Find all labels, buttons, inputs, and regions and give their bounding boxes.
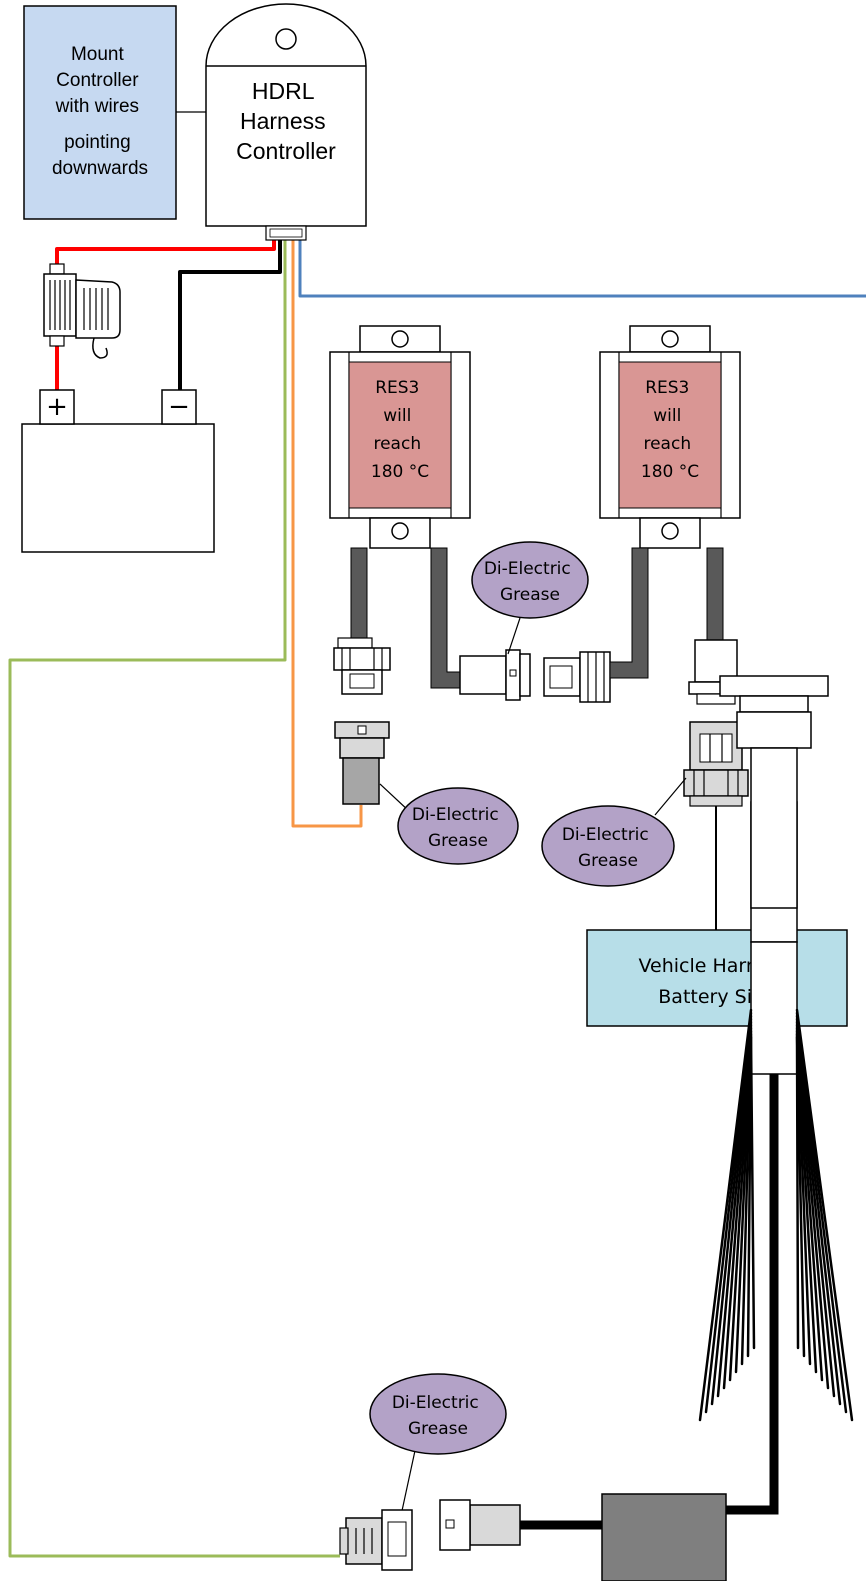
- grease-label: Di-Electric Grease: [484, 559, 576, 605]
- negative-terminal: [161, 389, 197, 425]
- resistor-label-line: RES3: [375, 378, 419, 398]
- grease-label: Di-Electric Grease: [392, 1393, 484, 1439]
- resistor-label-line: 180 °C: [641, 462, 699, 482]
- red-power-wire: [55, 240, 276, 264]
- controller-label-line: Harness: [240, 108, 326, 134]
- bottom-assembly: [339, 1074, 779, 1581]
- resistor-label-line: will: [383, 406, 411, 426]
- resistor-label: RES3 will reach 180 °C: [641, 378, 699, 482]
- grease-label-line: Grease: [408, 1419, 468, 1439]
- resistor-label-line: will: [653, 406, 681, 426]
- grease-callout-3: Di-Electric Grease: [541, 777, 687, 887]
- resistor-label-line: reach: [373, 434, 421, 454]
- mount-note-line: downwards: [52, 158, 148, 179]
- gray-plug: [334, 721, 390, 805]
- middle-female-plug: [543, 651, 611, 703]
- grease-label: Di-Electric Grease: [562, 825, 654, 871]
- resistor-label-line: RES3: [645, 378, 689, 398]
- controller-label-line: HDRL: [252, 78, 315, 104]
- wires: [8, 240, 866, 1558]
- inline-fuse-icon: [43, 263, 121, 359]
- grease-label-line: Di-Electric: [392, 1393, 479, 1413]
- mount-hole-icon: [661, 330, 679, 348]
- resistor-lead: [430, 547, 461, 689]
- grease-callout-4: Di-Electric Grease: [369, 1373, 507, 1521]
- mount-note: Mount Controller with wires pointing dow…: [23, 5, 206, 220]
- mount-hole-icon: [391, 330, 409, 348]
- controller-label-line: Controller: [236, 138, 336, 164]
- led-driver-box: [601, 1493, 727, 1581]
- grease-callout-1: Di-Electric Grease: [471, 541, 589, 655]
- grease-label-line: Grease: [428, 831, 488, 851]
- resistor-lead: [706, 547, 724, 641]
- blue-signal-wire: [298, 240, 866, 298]
- led-bulb-icon: [698, 675, 854, 1422]
- grease-label-line: Di-Electric: [484, 559, 571, 579]
- cooling-fin: [795, 1035, 800, 1350]
- resistor-label-line: 180 °C: [371, 462, 429, 482]
- mount-hole-icon: [391, 522, 409, 540]
- controller-label: HDRL Harness Controller: [236, 78, 336, 164]
- grease-label-line: Grease: [500, 585, 560, 605]
- mount-note-line: Mount: [71, 44, 125, 65]
- vehicle-harness-box: Vehicle Harness Battery Side: [586, 929, 848, 1027]
- positive-terminal: [39, 389, 75, 425]
- resistor-label-line: reach: [643, 434, 691, 454]
- black-ground-wire: [178, 240, 282, 390]
- grease-label-line: Di-Electric: [412, 805, 499, 825]
- positive-terminal-label: +: [46, 392, 68, 422]
- grease-label-line: Di-Electric: [562, 825, 649, 845]
- bulb-cable: [726, 1074, 779, 1515]
- grease-label-line: Grease: [578, 851, 638, 871]
- hdrl-controller: HDRL Harness Controller: [205, 3, 367, 241]
- resistor-label: RES3 will reach 180 °C: [371, 378, 429, 482]
- vehicle-harness-label-line: Battery Side: [658, 986, 775, 1008]
- middle-male-plug: [459, 649, 531, 701]
- orange-signal-wire: [291, 240, 363, 828]
- mount-note-line: Controller: [56, 70, 139, 91]
- negative-terminal-label: −: [168, 392, 190, 422]
- resistor-lead: [350, 547, 368, 639]
- resistor-1-plug: [333, 637, 391, 695]
- harness-connector: [683, 721, 749, 807]
- resistor-2: RES3 will reach 180 °C: [599, 325, 741, 679]
- mount-hole-icon: [275, 28, 297, 50]
- grease-label: Di-Electric Grease: [412, 805, 504, 851]
- mount-note-line: pointing: [64, 132, 131, 153]
- cooling-fin: [749, 1035, 756, 1350]
- battery-icon: + −: [21, 389, 215, 553]
- grease-callout-2: Di-Electric Grease: [379, 783, 519, 865]
- resistor-lead: [609, 547, 649, 679]
- green-signal-wire: [8, 240, 340, 1558]
- mount-note-text: Mount Controller with wires pointing dow…: [52, 44, 148, 179]
- mount-note-line: with wires: [55, 96, 139, 117]
- mount-hole-icon: [661, 522, 679, 540]
- resistor-1: RES3 will reach 180 °C: [329, 325, 471, 689]
